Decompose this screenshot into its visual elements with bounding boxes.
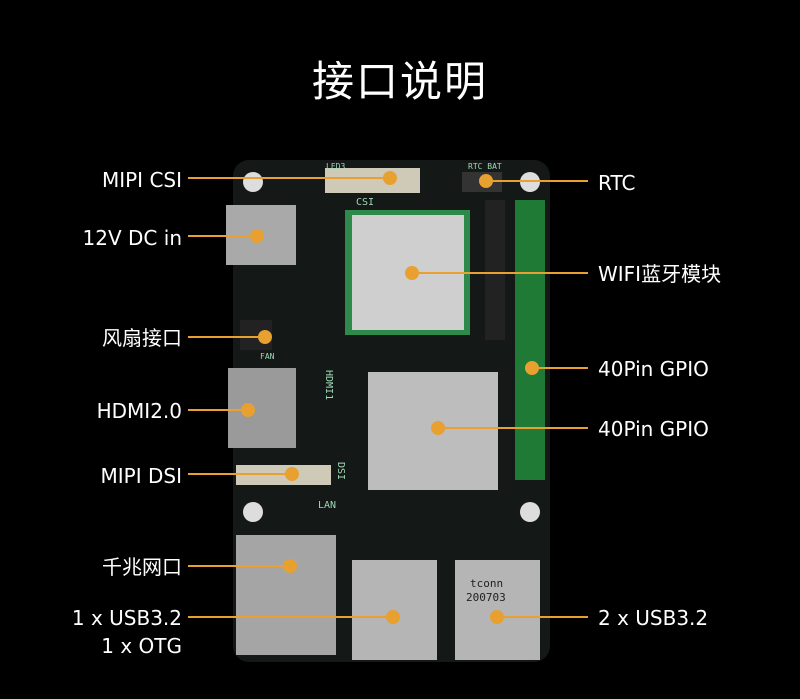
m2-slot	[485, 200, 505, 340]
label-usb-dual: 2 x USB3.2	[598, 606, 709, 630]
silkscreen-rtc-bat: RTC BAT	[468, 162, 502, 171]
label-mipi-dsi: MIPI DSI	[100, 464, 182, 488]
label-otg: 1 x OTG	[101, 634, 182, 658]
silkscreen-csi: CSI	[356, 197, 375, 208]
label-mipi-csi: MIPI CSI	[101, 168, 182, 192]
ethernet-port	[236, 535, 336, 655]
silkscreen-fan: FAN	[260, 352, 275, 361]
silkscreen-dsi: DSI	[335, 462, 346, 481]
page-title: 接口说明	[311, 57, 488, 106]
silkscreen-led3: LED3	[326, 162, 346, 171]
usb-port-single	[352, 560, 437, 660]
label-fan: 风扇接口	[102, 326, 182, 350]
label-wifi-bt: WIFI蓝牙模块	[598, 262, 722, 286]
mount-hole	[243, 172, 263, 192]
label-gpio-2: 40Pin GPIO	[598, 417, 709, 441]
callout-lines	[188, 171, 588, 624]
mount-hole	[243, 502, 263, 522]
label-dc-in: 12V DC in	[82, 226, 182, 250]
label-usb-single: 1 x USB3.2	[71, 606, 182, 630]
label-gpio-1: 40Pin GPIO	[598, 357, 709, 381]
usb-port-dual	[455, 560, 540, 660]
silkscreen-lan: LAN	[318, 500, 337, 511]
silkscreen-hdmi1: HDMI1	[323, 370, 334, 401]
label-ethernet: 千兆网口	[102, 555, 182, 579]
usb-label-tconn: tconn	[470, 577, 504, 590]
usb-label-date-code: 200703	[466, 591, 506, 604]
label-hdmi: HDMI2.0	[96, 399, 182, 423]
csi-connector	[325, 168, 420, 193]
hdmi-port	[228, 368, 296, 448]
gpio-header	[515, 200, 545, 480]
label-rtc: RTC	[598, 171, 636, 195]
mount-hole	[520, 502, 540, 522]
